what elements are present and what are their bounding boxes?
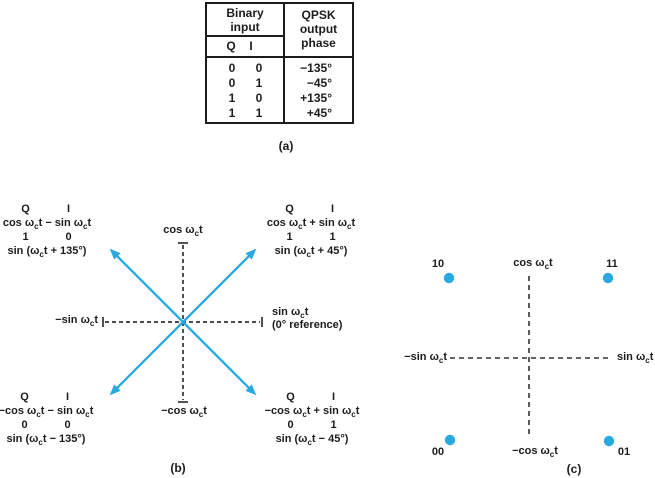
qi-bits: 0 1 <box>257 418 367 432</box>
phasor-arrow-minus135deg <box>109 321 184 396</box>
table-row: 1 0 +135° <box>207 91 352 106</box>
i-column-header: I <box>249 39 253 53</box>
phasor-axis-label-cos: cos ωct <box>163 224 203 239</box>
table-column-divider <box>283 4 285 122</box>
qpsk-truth-table: Binary input Q I QPSK output phase 0 0 −… <box>205 2 354 124</box>
output-phase: +135° <box>300 91 332 105</box>
binary-header-line1: Binary <box>226 6 264 20</box>
quadrant-phase: sin (ωct + 45°) <box>274 245 348 260</box>
i-label: I <box>330 203 335 215</box>
q-bit: 0 <box>287 419 294 431</box>
constellation-axis-label-negcos: −cos ωct <box>512 445 558 460</box>
qi-bits: 0 0 <box>0 418 101 432</box>
phasor-axis-label-negsin: −sin ωct <box>55 314 98 329</box>
constellation-point-11 <box>602 272 614 284</box>
constellation-axis-label-cos: cos ωct <box>513 257 553 272</box>
constellation-label-10: 10 <box>431 258 445 270</box>
q-bit: 0 <box>21 419 28 431</box>
qi-labels: Q I <box>257 390 367 404</box>
quadrant-phase: sin (ωct − 45°) <box>275 433 349 448</box>
i-bit: 1 <box>329 231 336 243</box>
q-label: Q <box>20 391 29 403</box>
binary-input-header: Binary input <box>207 6 283 34</box>
table-binary-header-rule <box>207 35 283 37</box>
constellation-point-01 <box>603 435 615 447</box>
i-bit: 1 <box>330 419 337 431</box>
qi-bits: 1 1 <box>256 230 366 244</box>
phasor-quadrant-top-right: Q I cos ωct + sin ωct 1 1 sin (ωct + 45°… <box>256 202 366 260</box>
q-bit: 1 <box>22 231 29 243</box>
output-phase: −45° <box>306 76 332 90</box>
table-header-rule <box>207 56 352 58</box>
binary-header-line2: input <box>230 20 260 34</box>
phasor-axis-label-sin-reference: sin ωct (0° reference) <box>272 306 342 332</box>
i-label: I <box>66 203 71 215</box>
table-row: 0 0 −135° <box>207 61 352 76</box>
output-header-line1: QPSK <box>301 8 336 22</box>
qi-labels: Q I <box>0 390 101 404</box>
output-header-line2: output <box>299 22 338 36</box>
phasor-quadrant-bottom-right: Q I −cos ωct + sin ωct 0 1 sin (ωct − 45… <box>257 390 367 448</box>
table-body: 0 0 −135° 0 1 −45° 1 0 +135° 1 1 +45° <box>207 61 352 122</box>
table-row: 1 1 +45° <box>207 106 352 121</box>
phasor-arrow-minus45deg <box>182 321 257 396</box>
q-bit: 1 <box>228 91 236 105</box>
phasor-arrow-45deg <box>182 248 257 323</box>
phasor-quadrant-top-left: Q I cos ωct − sin ωct 1 0 sin (ωct + 135… <box>0 202 102 260</box>
q-label: Q <box>21 203 30 215</box>
sin-reference-line1: sin ωct <box>272 306 309 321</box>
qi-labels: Q I <box>0 202 102 216</box>
constellation-point-00 <box>444 434 456 446</box>
quadrant-expression: −cos ωct − sin ωct <box>0 405 94 420</box>
quadrant-phase: sin (ωct + 135°) <box>7 245 87 260</box>
i-bit: 1 <box>255 76 263 90</box>
q-bit: 0 <box>228 76 236 90</box>
quadrant-phase: sin (ωct − 135°) <box>6 433 86 448</box>
i-bit: 0 <box>255 91 263 105</box>
q-label: Q <box>285 203 294 215</box>
q-column-header: Q <box>226 39 236 53</box>
caption-a: (a) <box>278 139 294 153</box>
sin-reference-line2: (0° reference) <box>272 319 343 331</box>
constellation-label-11: 11 <box>606 258 618 270</box>
caption-b: (b) <box>170 461 186 475</box>
qi-labels: Q I <box>256 202 366 216</box>
q-bit: 0 <box>228 61 236 75</box>
table-row: 0 1 −45° <box>207 76 352 91</box>
constellation-label-01: 01 <box>617 446 631 458</box>
phasor-quadrant-bottom-left: Q I −cos ωct − sin ωct 0 0 sin (ωct − 13… <box>0 390 101 448</box>
phasor-axis-label-negcos: −cos ωct <box>161 405 207 420</box>
quadrant-expression: cos ωct − sin ωct <box>2 217 92 232</box>
q-bit: 1 <box>228 106 236 120</box>
output-header-line3: phase <box>301 36 336 50</box>
i-bit: 1 <box>255 106 263 120</box>
i-bit: 0 <box>64 419 71 431</box>
output-phase: +45° <box>306 106 332 120</box>
qpsk-output-header: QPSK output phase <box>285 8 352 50</box>
qi-bits: 1 0 <box>0 230 102 244</box>
q-label: Q <box>286 391 295 403</box>
q-bit: 1 <box>286 231 293 243</box>
phasor-arrow-135deg <box>109 248 184 323</box>
i-bit: 0 <box>255 61 263 75</box>
quadrant-expression: −cos ωct + sin ωct <box>264 405 360 420</box>
constellation-point-10 <box>443 272 455 284</box>
i-label: I <box>331 391 336 403</box>
caption-c: (c) <box>566 462 582 476</box>
i-label: I <box>65 391 70 403</box>
quadrant-expression: cos ωct + sin ωct <box>266 217 356 232</box>
constellation-axis-label-negsin: −sin ωct <box>404 351 447 366</box>
output-phase: −135° <box>300 61 332 75</box>
i-bit: 0 <box>65 231 72 243</box>
qi-subheader: Q I <box>207 39 283 55</box>
constellation-axis-label-sin: sin ωct <box>617 351 654 366</box>
constellation-label-00: 00 <box>431 446 445 458</box>
